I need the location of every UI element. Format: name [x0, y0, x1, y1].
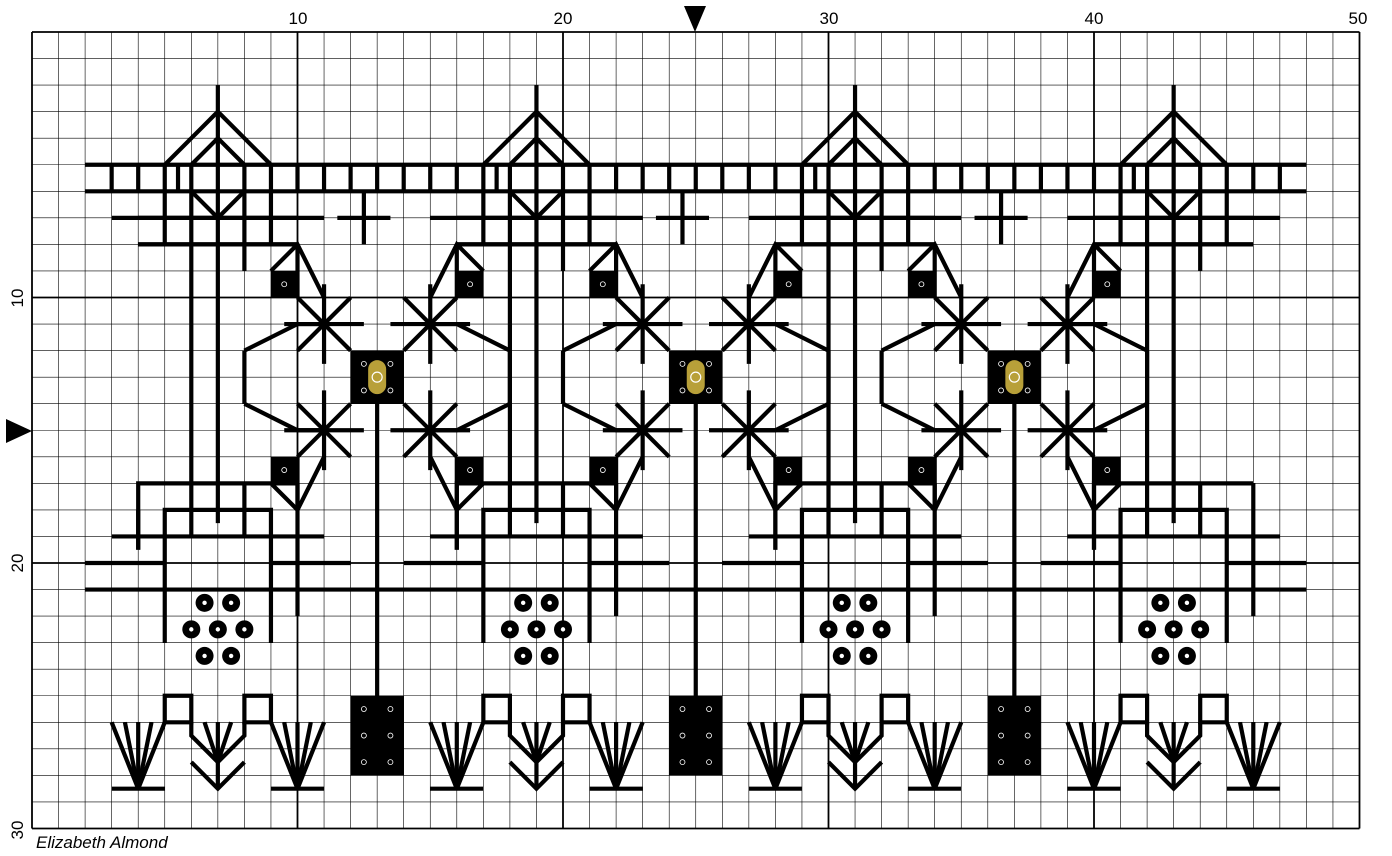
- bead-hole: [548, 601, 552, 605]
- designer-credit: Elizabeth Almond: [36, 833, 168, 852]
- bead-hole: [521, 654, 525, 658]
- row-label-20: 20: [8, 554, 27, 573]
- blackwork-stitches: [85, 85, 1306, 789]
- bead-hole: [534, 627, 538, 631]
- col-label-40: 40: [1085, 9, 1104, 28]
- bead-hole: [840, 654, 844, 658]
- corner-block: [1094, 457, 1121, 484]
- bead-hole: [521, 601, 525, 605]
- stitch: [1121, 696, 1148, 723]
- base-block: [669, 696, 722, 776]
- bead-hole: [561, 627, 565, 631]
- bead-hole: [840, 601, 844, 605]
- stitch: [165, 696, 192, 723]
- bead-hole: [1145, 627, 1149, 631]
- bead-hole: [508, 627, 512, 631]
- stitch: [244, 696, 271, 723]
- stitch: [882, 696, 909, 723]
- corner-block: [457, 271, 484, 298]
- col-label-10: 10: [289, 9, 308, 28]
- corner-block: [908, 457, 935, 484]
- row-label-30: 30: [8, 821, 27, 840]
- bead-hole: [1158, 601, 1162, 605]
- corner-block: [457, 457, 484, 484]
- bead-hole: [1185, 601, 1189, 605]
- bead-hole: [548, 654, 552, 658]
- gold-bugle-bead: [687, 360, 705, 394]
- corner-block: [590, 271, 617, 298]
- col-label-50: 50: [1349, 9, 1368, 28]
- stitch: [802, 696, 829, 723]
- center-row-marker-arrow: [6, 419, 32, 443]
- bead-hole: [216, 627, 220, 631]
- bead-hole: [826, 627, 830, 631]
- bead-hole: [866, 601, 870, 605]
- stitch: [563, 696, 590, 723]
- gold-bugle-bead: [1005, 360, 1023, 394]
- base-block: [988, 696, 1041, 776]
- bead-hole: [1171, 627, 1175, 631]
- bead-hole: [879, 627, 883, 631]
- col-label-30: 30: [820, 9, 839, 28]
- bead-hole: [853, 627, 857, 631]
- corner-block: [590, 457, 617, 484]
- bead-hole: [202, 601, 206, 605]
- stitch: [483, 696, 510, 723]
- corner-block: [1094, 271, 1121, 298]
- row-number-axis: 10 20 30: [8, 289, 27, 840]
- center-column-marker-arrow: [684, 6, 706, 32]
- bead-hole: [1198, 627, 1202, 631]
- bead-hole: [229, 601, 233, 605]
- corner-block: [775, 271, 802, 298]
- bead-hole: [242, 627, 246, 631]
- bead-hole: [866, 654, 870, 658]
- corner-block: [271, 457, 298, 484]
- col-label-20: 20: [554, 9, 573, 28]
- corner-block: [775, 457, 802, 484]
- corner-block: [908, 271, 935, 298]
- stitch: [1200, 696, 1227, 723]
- gold-bugle-bead: [368, 360, 386, 394]
- base-block: [351, 696, 404, 776]
- bead-hole: [189, 627, 193, 631]
- bead-hole: [229, 654, 233, 658]
- row-label-10: 10: [8, 289, 27, 308]
- column-number-axis: 10 20 30 40 50: [289, 9, 1368, 28]
- bead-hole: [202, 654, 206, 658]
- bead-hole: [1158, 654, 1162, 658]
- bead-hole: [1185, 654, 1189, 658]
- corner-block: [271, 271, 298, 298]
